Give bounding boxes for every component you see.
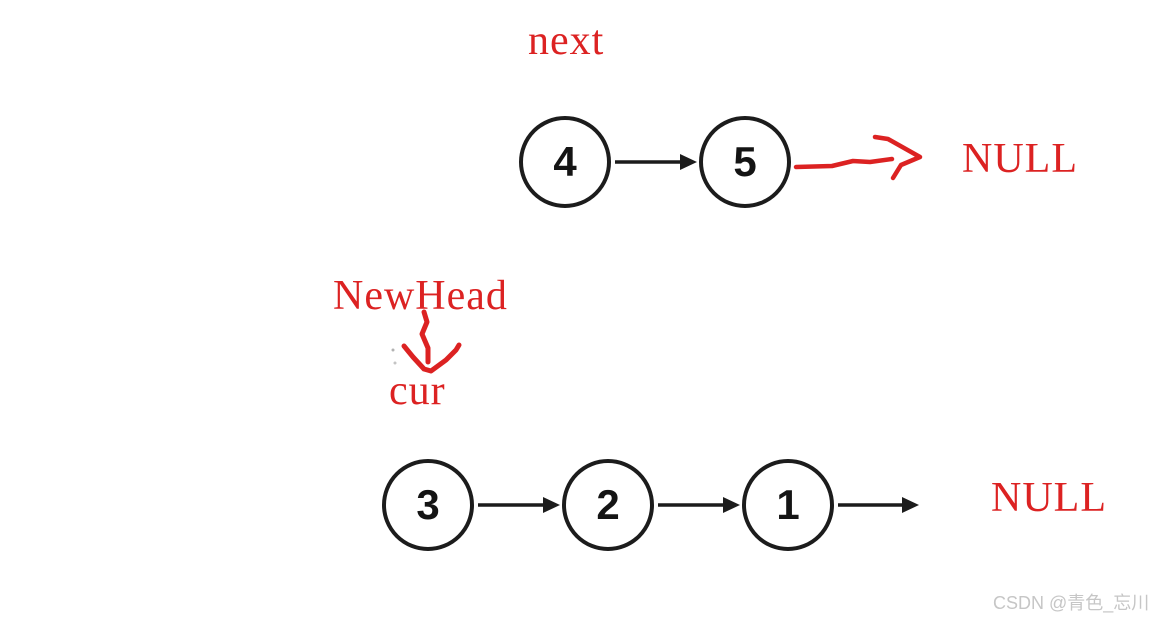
red-arrow-node5-to-null-head bbox=[872, 134, 923, 181]
linked-list-node: 4 bbox=[519, 116, 611, 208]
pointer-label-newhead: NewHead bbox=[333, 273, 508, 319]
pointer-label-cur: cur bbox=[389, 368, 446, 414]
node-value: 3 bbox=[416, 481, 440, 528]
smudge-dot bbox=[393, 361, 397, 365]
null-label-top: NULL bbox=[962, 136, 1078, 182]
node-value: 1 bbox=[776, 481, 800, 528]
null-label-bottom: NULL bbox=[991, 475, 1107, 521]
newhead-to-cur-arrow-stem bbox=[419, 309, 431, 365]
smudge-dot bbox=[391, 348, 395, 352]
linked-list-node: 1 bbox=[742, 459, 834, 551]
linked-list-node: 5 bbox=[699, 116, 791, 208]
pointer-label-next: next bbox=[528, 18, 605, 64]
linked-list-node: 2 bbox=[562, 459, 654, 551]
red-arrow-node5-to-null-line bbox=[793, 156, 895, 170]
node-value: 5 bbox=[733, 138, 757, 185]
node-value: 4 bbox=[553, 138, 577, 185]
watermark: CSDN @青色_忘川 bbox=[993, 593, 1150, 613]
linked-list-node: 3 bbox=[382, 459, 474, 551]
node-value: 2 bbox=[596, 481, 620, 528]
